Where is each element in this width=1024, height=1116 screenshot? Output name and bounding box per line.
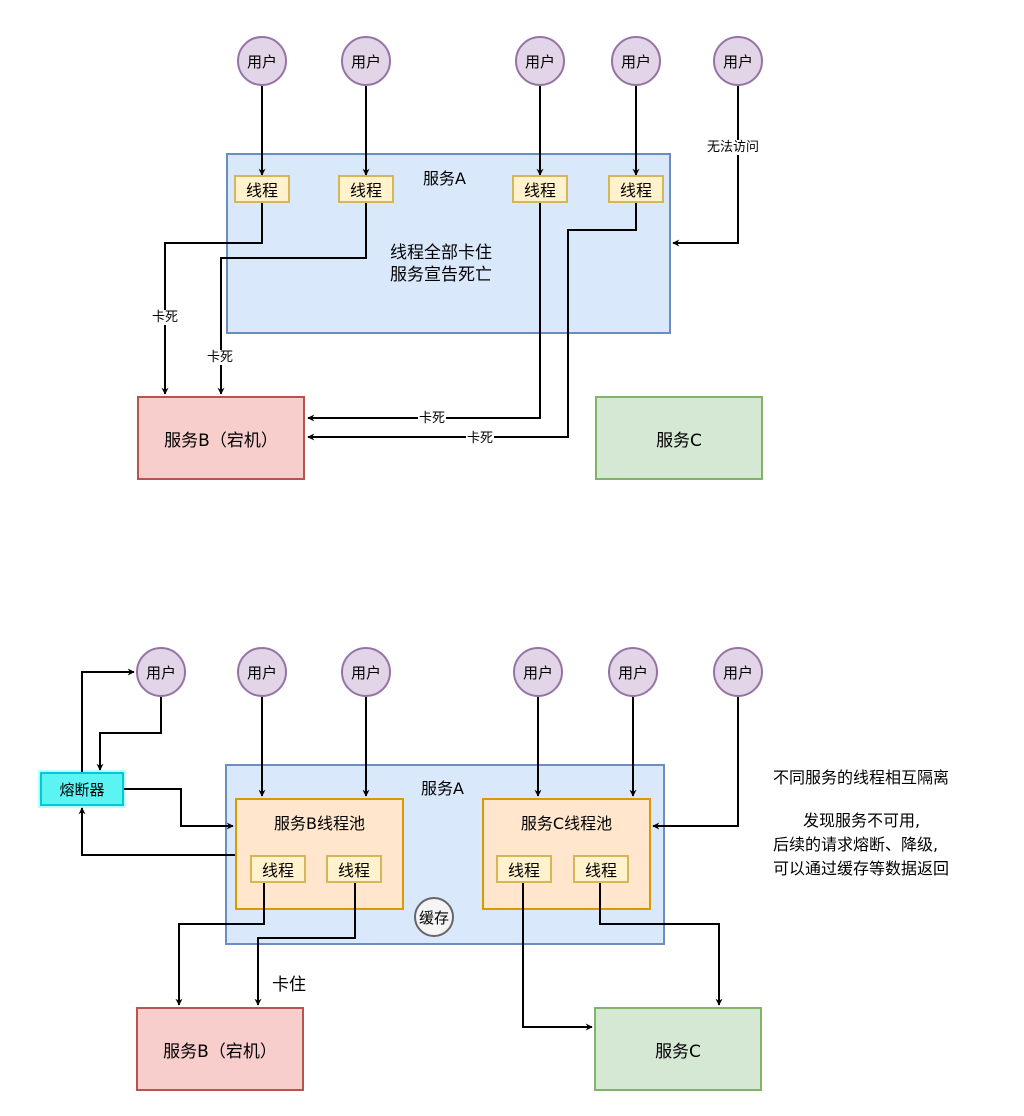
thread-node: 线程 <box>608 175 664 203</box>
label-cannot-access: 无法访问 <box>706 140 761 155</box>
label-stuck-bottom: 卡住 <box>272 975 306 995</box>
arrow-pool-b-to-fuse <box>78 807 235 856</box>
thread-node: 线程 <box>496 855 552 883</box>
thread-node: 线程 <box>250 855 306 883</box>
arrow-thread-b2-service-b <box>254 882 356 1006</box>
user-node: 用户 <box>608 647 658 697</box>
user-node: 用户 <box>237 647 287 697</box>
label-stuck: 卡死 <box>206 350 235 365</box>
user-node: 用户 <box>136 647 186 697</box>
service-a-title-top: 服务A <box>423 169 466 188</box>
user-node: 用户 <box>237 36 287 86</box>
arrow-fuse-to-user <box>81 668 135 772</box>
note-unavailable: 发现服务不可用, <box>803 811 921 830</box>
arrow-user-pool-c-3 <box>652 697 739 830</box>
user-node: 用户 <box>515 36 565 86</box>
thread-node: 线程 <box>512 175 568 203</box>
service-b-top: 服务B（宕机） <box>137 396 305 480</box>
arrow-user5-service-a <box>672 86 739 247</box>
thread-node: 线程 <box>326 855 382 883</box>
note-service-dead: 服务宣告死亡 <box>390 265 492 285</box>
thread-node: 线程 <box>573 855 629 883</box>
label-stuck: 卡死 <box>418 411 447 426</box>
service-c-thread-pool: 服务C线程池 <box>482 798 651 910</box>
arrow-thread2-service-b <box>217 203 367 395</box>
arrow-thread4-service-b <box>307 203 637 441</box>
arrow-thread3-service-b <box>307 203 541 422</box>
cache-node: 缓存 <box>414 897 454 937</box>
note-isolation: 不同服务的线程相互隔离 <box>773 768 950 787</box>
arrow-thread-c1-service-c <box>522 882 593 1031</box>
thread-node: 线程 <box>234 175 290 203</box>
label-stuck: 卡死 <box>466 431 495 446</box>
user-node: 用户 <box>341 36 391 86</box>
user-node: 用户 <box>713 36 763 86</box>
arrow-fuse-to-pool-b <box>124 788 234 830</box>
service-a-box-top <box>226 153 671 334</box>
arrow-user-to-fuse <box>96 697 162 771</box>
service-b-bottom: 服务B（宕机） <box>136 1007 304 1091</box>
circuit-breaker: 熔断器 <box>40 772 124 806</box>
service-a-title-bottom: 服务A <box>421 779 464 798</box>
service-c-top: 服务C <box>595 396 763 480</box>
thread-node: 线程 <box>338 175 394 203</box>
arrow-thread-c2-service-c <box>599 882 723 1006</box>
service-c-bottom: 服务C <box>594 1007 762 1091</box>
user-node: 用户 <box>611 36 661 86</box>
user-node: 用户 <box>341 647 391 697</box>
note-fuse-degrade: 后续的请求熔断、降级, <box>773 835 939 854</box>
user-node: 用户 <box>513 647 563 697</box>
arrow-thread1-service-b <box>161 203 263 395</box>
note-threads-stuck: 线程全部卡住 <box>390 243 492 263</box>
user-node: 用户 <box>713 647 763 697</box>
arrow-thread-b1-service-b <box>175 882 265 1006</box>
label-stuck: 卡死 <box>151 310 180 325</box>
note-cache-return: 可以通过缓存等数据返回 <box>773 859 950 878</box>
